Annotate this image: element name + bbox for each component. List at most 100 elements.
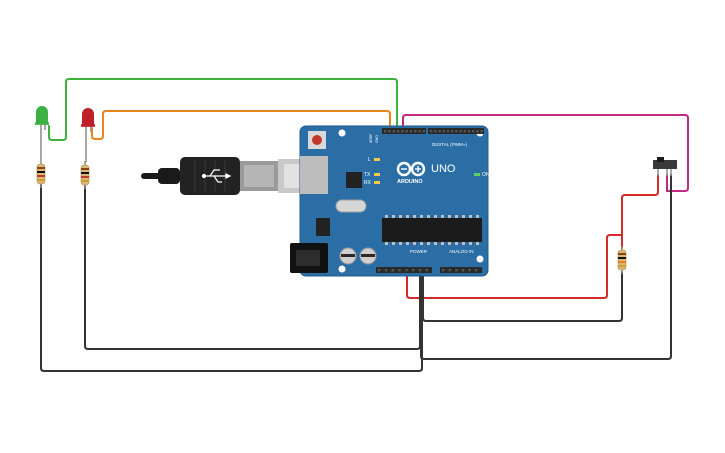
wire-magenta[interactable] (402, 114, 689, 192)
header-pin[interactable] (425, 269, 428, 272)
mcu-pin (392, 242, 395, 245)
led-on-indicator (474, 173, 480, 176)
mcu-pin (441, 215, 444, 218)
wire-black-gnd-resistor[interactable] (422, 269, 623, 322)
mcu-pin (455, 215, 458, 218)
mcu-pin (420, 215, 423, 218)
resistor-2[interactable] (80, 161, 90, 189)
header-pin[interactable] (398, 269, 401, 272)
mcu-pin (392, 215, 395, 218)
header-pin[interactable] (414, 130, 417, 133)
header-pin[interactable] (418, 130, 421, 133)
mcu-pin (427, 242, 430, 245)
header-pin[interactable] (405, 269, 408, 272)
header-pin[interactable] (468, 269, 471, 272)
header-pin[interactable] (476, 130, 479, 133)
header-pin[interactable] (388, 130, 391, 133)
header-pin[interactable] (459, 130, 462, 133)
wire-green[interactable] (48, 78, 398, 141)
power-header[interactable] (376, 267, 432, 273)
analog-header[interactable] (440, 267, 482, 273)
power-jack-inner (296, 250, 320, 266)
analog-header-holes (442, 269, 478, 272)
header-pin[interactable] (401, 130, 404, 133)
usb-icon (201, 169, 232, 183)
mcu-pin (455, 242, 458, 245)
mcu-pin (399, 242, 402, 245)
header-pin[interactable] (461, 269, 465, 272)
header-pin[interactable] (430, 130, 433, 133)
voltage-regulator (316, 218, 330, 236)
mcu-pin (406, 242, 409, 245)
board-usb-jack (300, 156, 328, 194)
header-pin[interactable] (442, 130, 445, 133)
header-pin[interactable] (384, 269, 388, 272)
atmega-chip (382, 218, 482, 242)
mcu-pin (448, 242, 451, 245)
led-green[interactable] (35, 106, 49, 160)
wire-black-led-red[interactable] (84, 184, 421, 350)
arduino-logo-text: ARDUINO (397, 179, 423, 185)
header-pin[interactable] (409, 130, 413, 133)
wire-black-led-green[interactable] (40, 184, 423, 372)
header-pin[interactable] (405, 130, 408, 133)
header-pin[interactable] (378, 269, 381, 272)
mcu-pin (406, 215, 409, 218)
header-pin[interactable] (434, 130, 437, 133)
wire-orange[interactable] (91, 110, 391, 140)
header-pin[interactable] (418, 269, 422, 272)
mcu-pin (413, 242, 416, 245)
mcu-pin (462, 215, 465, 218)
wire-red-switch[interactable] (621, 174, 659, 249)
header-pin[interactable] (438, 130, 441, 133)
wires (40, 78, 689, 372)
usb-plug-metal-inner (244, 165, 274, 187)
mcu-pin (476, 215, 479, 218)
arduino-logo-icon (396, 161, 426, 177)
reset-button[interactable] (312, 135, 322, 145)
slide-switch[interactable] (653, 157, 677, 176)
mcu-pin (476, 242, 479, 245)
header-pin[interactable] (412, 269, 415, 272)
digital-header-left[interactable] (382, 128, 426, 134)
header-pin[interactable] (392, 130, 395, 133)
wire-red[interactable] (406, 234, 623, 299)
capacitor-mark (361, 254, 375, 257)
usb-cable[interactable] (141, 157, 328, 195)
mcu-pin (385, 215, 388, 218)
label-l: L (368, 157, 371, 163)
switch-body (653, 160, 677, 169)
header-pin[interactable] (467, 130, 471, 133)
header-pin[interactable] (480, 130, 483, 133)
led-rx-indicator (374, 181, 380, 184)
resistor-1[interactable] (36, 160, 46, 188)
crystal (335, 199, 367, 213)
header-pin[interactable] (446, 130, 450, 133)
gnd-label: GND (375, 135, 379, 143)
header-pin[interactable] (463, 130, 466, 133)
label-rx: RX (364, 180, 372, 186)
header-pin[interactable] (442, 269, 445, 272)
mcu-pin (448, 215, 451, 218)
header-pin[interactable] (455, 269, 458, 272)
power-label: POWER (410, 249, 428, 254)
mcu-pin (469, 242, 472, 245)
header-pin[interactable] (422, 130, 426, 133)
header-pin[interactable] (391, 269, 394, 272)
header-pin[interactable] (455, 130, 458, 133)
resistor-3[interactable] (617, 246, 627, 274)
header-pin[interactable] (451, 130, 454, 133)
led-red-rim (81, 124, 95, 127)
switch-slider[interactable] (657, 157, 664, 162)
header-pin[interactable] (384, 130, 387, 133)
header-pin[interactable] (448, 269, 451, 272)
header-pin[interactable] (472, 130, 475, 133)
atmega-pins (385, 215, 479, 245)
arduino-uno[interactable]: L TX RX ON ARDUINO UNO DIGITAL (PWM~) AR… (290, 125, 490, 277)
led-red[interactable] (81, 108, 95, 162)
digital-label: DIGITAL (PWM~) (432, 142, 467, 147)
mcu-pin (462, 242, 465, 245)
header-pin[interactable] (396, 130, 400, 133)
header-pin[interactable] (475, 269, 478, 272)
